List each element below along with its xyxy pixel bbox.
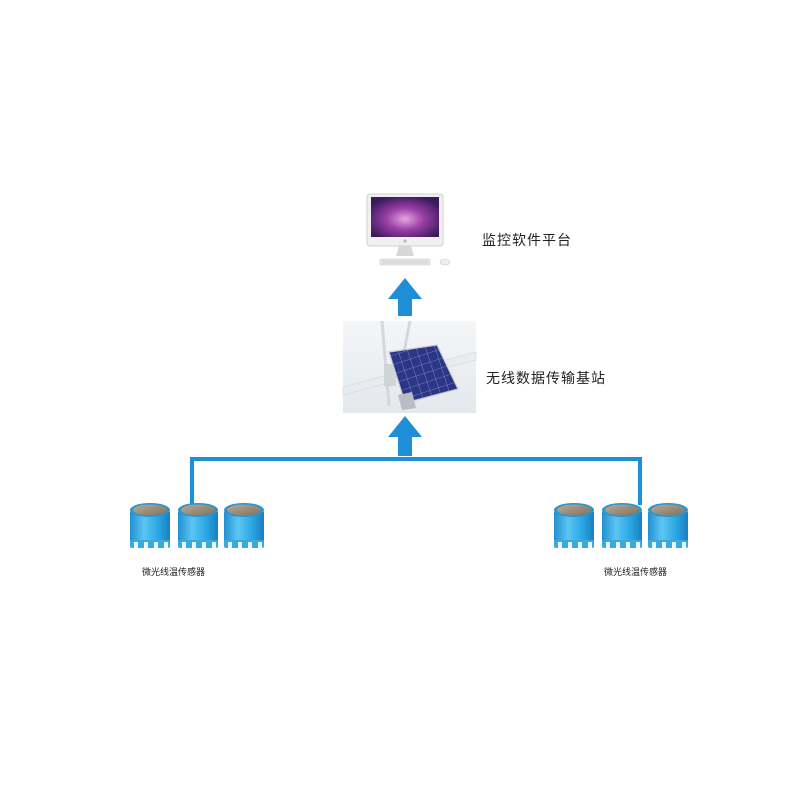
sensor-group-right [554,503,688,548]
sensor-icon [554,503,594,548]
platform-label: 监控软件平台 [482,233,572,249]
arrow-up-icon [388,416,422,456]
sensor-icon [602,503,642,548]
sensor-group-left [130,503,264,548]
arrow-up-icon [388,278,422,316]
sensor-group-left-label: 微光线温传感器 [142,568,206,578]
sensor-group-right-label: 微光线温传感器 [604,568,668,578]
sensor-icon [178,503,218,548]
sensor-icon [648,503,688,548]
sensor-icon [130,503,170,548]
base-station-image [342,320,477,413]
computer-icon [366,193,451,266]
sensor-icon [224,503,264,548]
connector-lines [190,457,642,505]
base-station-label: 无线数据传输基站 [486,371,606,387]
